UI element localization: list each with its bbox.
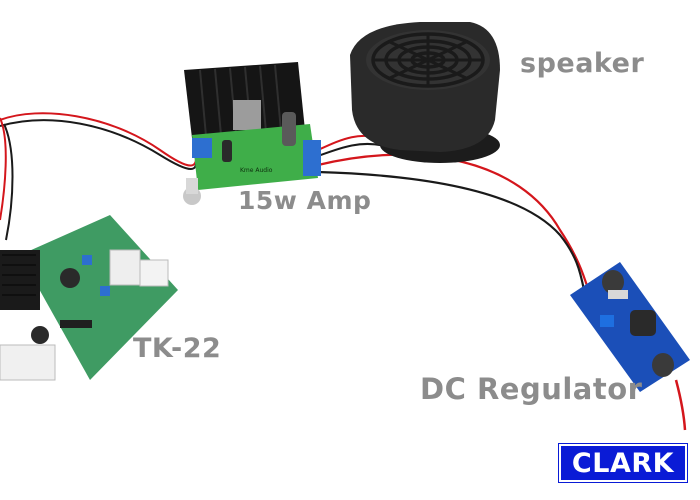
amp-board-print: Kme Audio xyxy=(240,167,273,174)
speaker-label: speaker xyxy=(520,48,645,79)
tk22-board xyxy=(0,215,178,381)
amp-board: Kme Audio xyxy=(183,62,321,205)
power-wires xyxy=(317,153,687,431)
brand-logo-text: CLARK xyxy=(571,447,675,479)
amp-label: 15w Amp xyxy=(238,186,372,215)
tk22-label: TK-22 xyxy=(133,333,222,364)
speaker xyxy=(350,22,500,163)
dc-regulator xyxy=(570,262,690,392)
brand-logo: CLARK xyxy=(559,444,687,482)
dc-regulator-label: DC Regulator xyxy=(420,372,643,406)
